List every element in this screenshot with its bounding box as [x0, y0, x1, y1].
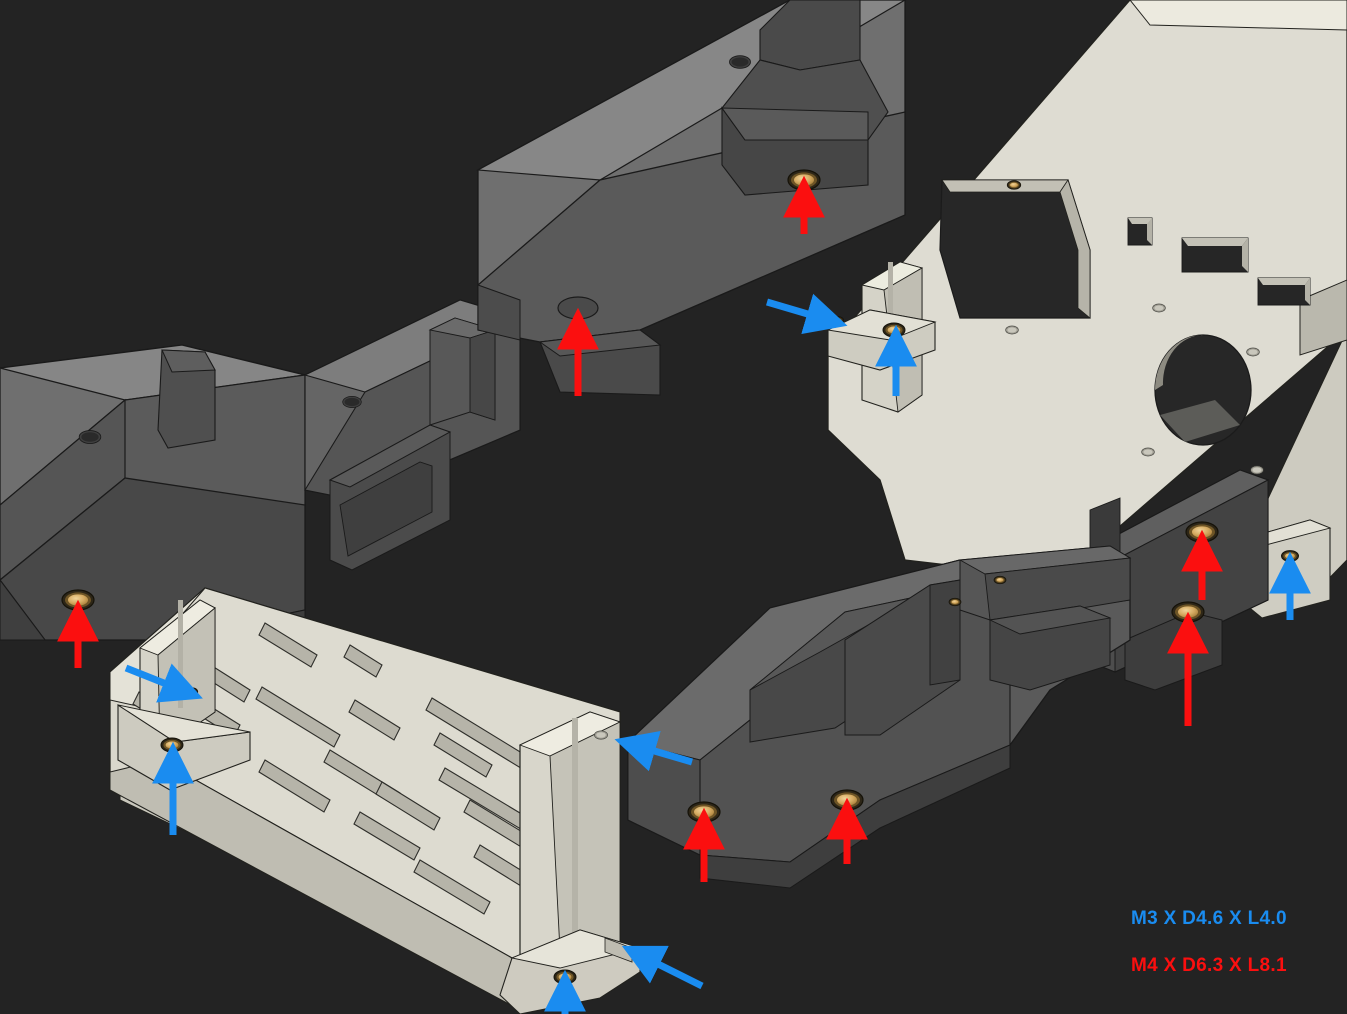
blue-arrow-top-right-diagonal	[766, 293, 848, 334]
part-base-chassis-frame	[626, 545, 1132, 889]
blue-arrow-bottom-diagonal	[621, 945, 704, 990]
annotation-arrows-red	[57, 175, 1223, 882]
blue-arrow-left-diagonal	[124, 663, 203, 703]
fan-hole	[1154, 334, 1252, 446]
legend-item-m3: M3 X D4.6 X L4.0	[1131, 908, 1287, 929]
part-side-panel-vented	[109, 587, 642, 1014]
annotation-arrows-blue	[124, 293, 1311, 1014]
legend-item-m4: M4 X D6.3 X L8.1	[1131, 955, 1287, 976]
through-hole	[557, 296, 599, 320]
part-mid-left-rail	[303, 299, 522, 571]
part-rear-io-panel	[826, 0, 1347, 619]
blue-arrow-center-diagonal	[614, 730, 693, 772]
part-top-rail-rear	[475, 0, 907, 396]
